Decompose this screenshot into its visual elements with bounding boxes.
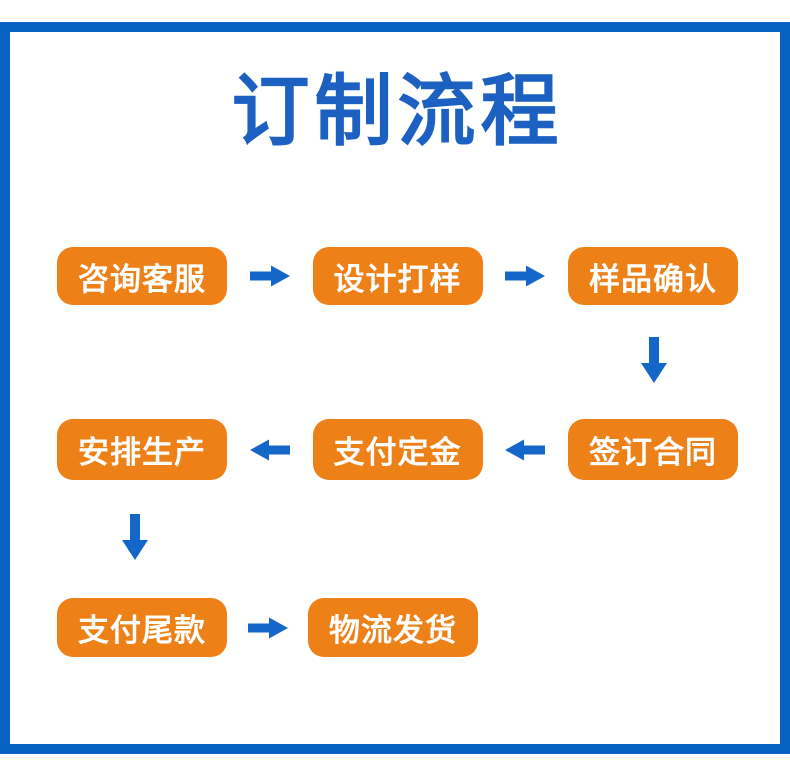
arrow-left-icon	[249, 439, 290, 460]
page-title: 订制流程	[231, 67, 564, 157]
step-logistics-shipping: 物流发货	[308, 598, 478, 657]
flow-row-2: 安排生产 支付定金 签订合同	[57, 419, 738, 480]
flow-row-1: 咨询客服 设计打样 样品确认	[57, 247, 738, 305]
flow-row-3: 支付尾款 物流发货	[57, 598, 478, 657]
arrow-down-icon	[122, 514, 148, 560]
step-design-sample: 设计打样	[312, 247, 483, 305]
arrow-left-icon	[505, 439, 546, 460]
step-pay-deposit: 支付定金	[312, 419, 483, 480]
step-sign-contract: 签订合同	[568, 419, 738, 480]
arrow-right-icon	[505, 265, 546, 287]
step-arrange-production: 安排生产	[57, 419, 227, 480]
step-sample-confirm: 样品确认	[568, 247, 738, 305]
step-pay-balance: 支付尾款	[57, 598, 227, 657]
arrow-down-icon	[641, 337, 667, 383]
page-border-frame	[0, 22, 790, 754]
arrow-right-icon	[247, 617, 288, 638]
step-consult-service: 咨询客服	[57, 247, 227, 305]
arrow-right-icon	[249, 265, 290, 287]
